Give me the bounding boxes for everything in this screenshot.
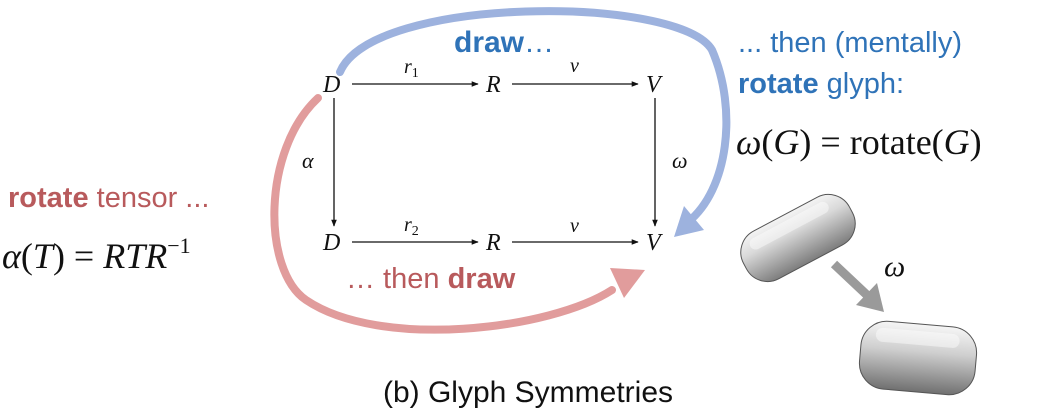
glyph-rotation-arrow	[830, 260, 872, 300]
glyph-rotated	[858, 320, 978, 396]
figure-caption: (b) Glyph Symmetries	[383, 376, 673, 409]
glyph-rotation-arrowhead	[856, 283, 884, 312]
node-top-r: R	[485, 72, 501, 98]
blue-arrowhead	[674, 206, 704, 237]
blue-path-arrow	[336, 7, 731, 226]
then-mentally-label: ... then (mentally)	[738, 27, 962, 59]
glyph-equation: ω(G) = rotate(G)	[736, 122, 982, 162]
label-omega: ω	[672, 148, 688, 173]
rotate-tensor-label: rotate tensor ...	[8, 182, 209, 214]
label-r2: r2	[404, 214, 419, 239]
blue-path-label: draw…	[454, 26, 554, 59]
red-path-label: … then draw	[346, 263, 516, 295]
node-top-v: V	[646, 72, 663, 98]
label-alpha: α	[302, 148, 314, 173]
label-r1: r1	[404, 56, 419, 81]
node-bottom-v: V	[646, 230, 663, 256]
label-top-v: v	[570, 55, 579, 77]
node-bottom-d: D	[322, 230, 340, 256]
red-arrowhead	[610, 268, 645, 298]
glyph-arrow-omega: ω	[884, 250, 905, 283]
tensor-equation: α(T) = RTR−1	[2, 233, 191, 276]
label-bottom-v: v	[570, 215, 579, 237]
glyph-original	[740, 193, 856, 283]
rotate-glyph-label: rotate glyph:	[738, 68, 904, 100]
node-top-d: D	[322, 72, 340, 98]
red-path-arrow	[270, 94, 616, 334]
node-bottom-r: R	[485, 230, 501, 256]
